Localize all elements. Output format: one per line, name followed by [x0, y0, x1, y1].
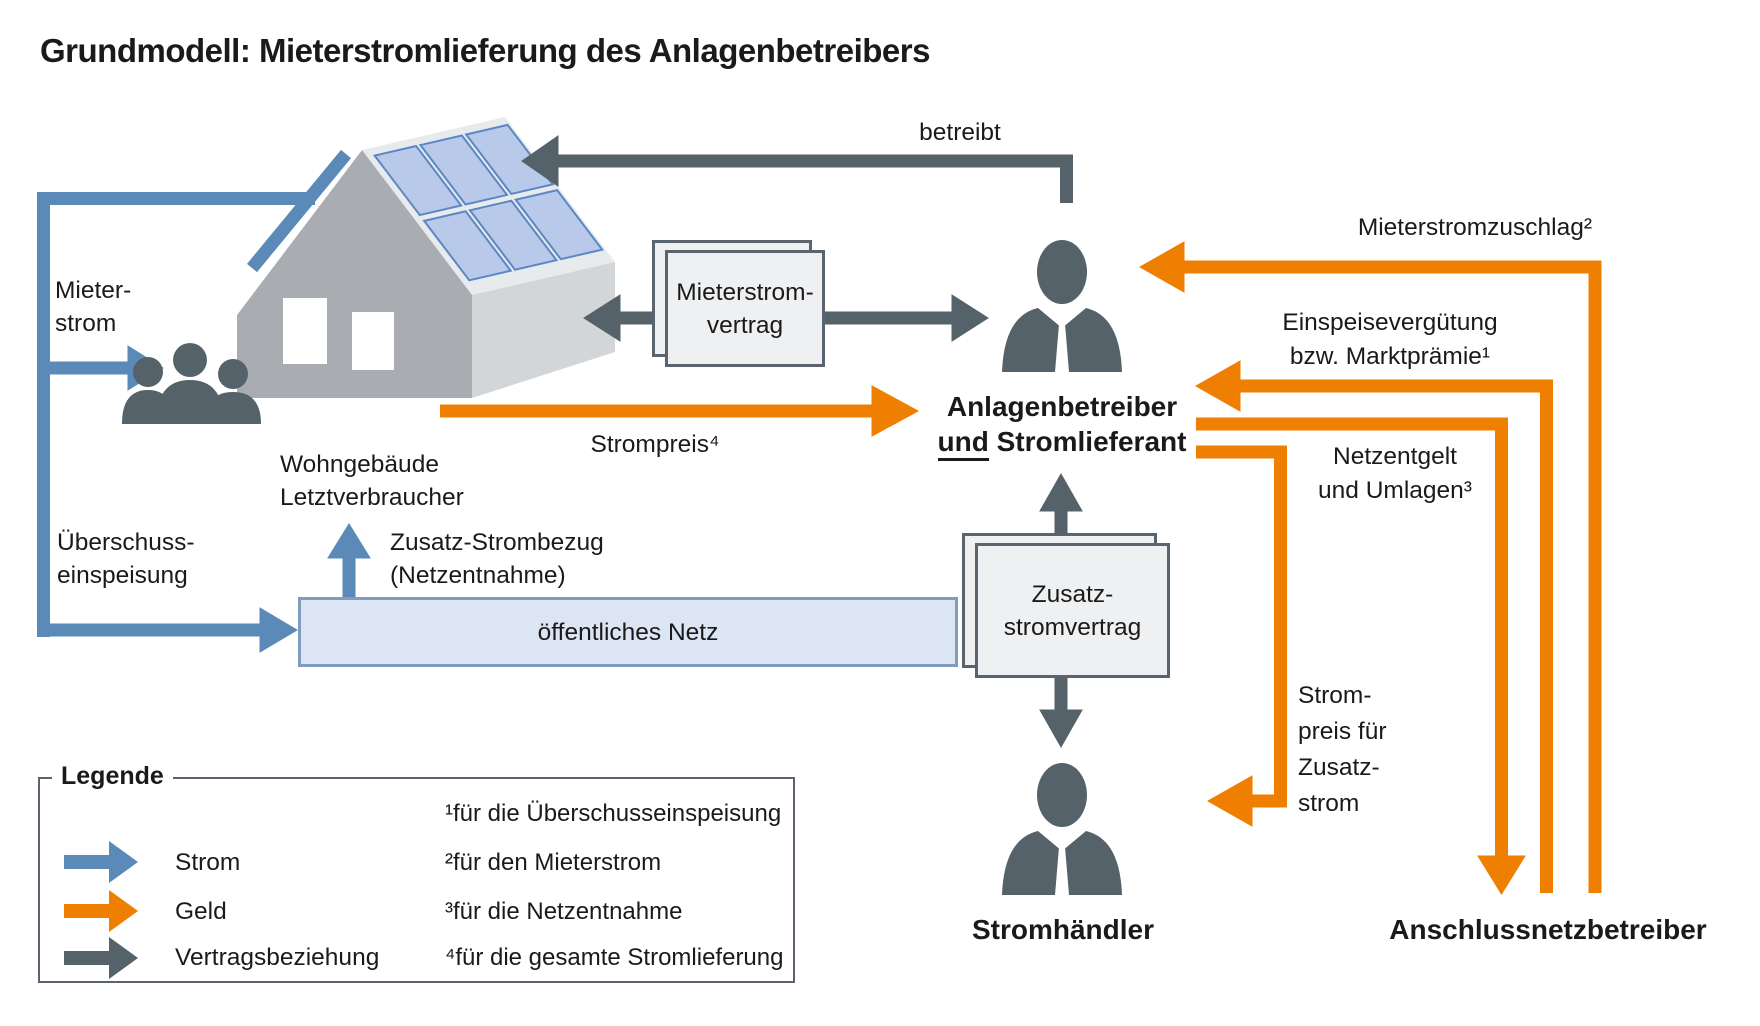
anlagenbetreiber-label-line1: Anlagenbetreiber	[946, 391, 1178, 422]
netzentgelt-arrow	[1196, 417, 1526, 895]
legend-vertrag-arrow-icon	[64, 937, 138, 979]
mieterstromvertrag-label: Mieterstrom- vertrag	[676, 278, 814, 339]
tenants-icon	[122, 343, 261, 424]
house-side-wall	[472, 262, 615, 398]
footnote-1: ¹für die Überschusseinspeisung	[445, 800, 782, 827]
anlagenbetreiber-icon	[1002, 240, 1122, 372]
mieterstromzuschlag-arrow	[1138, 241, 1602, 893]
einspeiseverguetung-arrow	[1194, 360, 1553, 893]
solar-panels-icon	[375, 125, 603, 280]
house-illustration	[237, 117, 615, 398]
footnote-3: ³für die Netzentnahme	[445, 898, 683, 925]
house-window-left	[283, 298, 327, 364]
legend-title: Legende	[52, 762, 173, 791]
page-title: Grundmodell: Mieterstromlieferung des An…	[40, 32, 930, 69]
stromhaendler-label: Stromhändler	[971, 914, 1155, 945]
footnote-4: ⁴für die gesamte Stromlieferung	[445, 944, 784, 971]
oeffentliches-netz-bar: öffentliches Netz	[298, 597, 958, 667]
strompreis-label: Strompreis⁴	[590, 431, 720, 458]
zusatzstromvertrag-down-arrow	[1039, 676, 1083, 749]
legend-box	[38, 777, 795, 983]
zusatzstromvertrag-box: Zusatz- stromvertrag	[975, 543, 1170, 678]
ueberschusseinspeisung-label: Überschuss- einspeisung	[57, 529, 195, 589]
strompreis-zusatzstrom-arrow	[1196, 445, 1287, 827]
legend-item-geld: Geld	[175, 898, 227, 925]
stromhaendler-icon	[1002, 763, 1122, 895]
strompreis-arrow	[440, 385, 920, 437]
betreibt-label: betreibt	[919, 119, 1001, 146]
legend-item-vertragsbeziehung: Vertragsbeziehung	[175, 944, 380, 971]
netzentgelt-label: Netzentgelt und Umlagen³	[1318, 443, 1472, 504]
strompreis-zusatzstrom-label: Strom- preis für Zusatz- strom	[1298, 682, 1387, 817]
legend-item-strom: Strom	[175, 849, 241, 876]
oeffentliches-netz-label: öffentliches Netz	[537, 618, 719, 646]
anlagenbetreiber-label-line2: und Stromlieferant	[912, 425, 1212, 461]
ueberschusseinspeisung-arrow	[37, 607, 298, 653]
mieterstromzuschlag-label: Mieterstromzuschlag²	[1357, 214, 1592, 241]
legend-strom-arrow-icon	[64, 841, 138, 883]
wohngebaeude-label: Wohngebäude Letztverbraucher	[280, 451, 464, 511]
house-window-right	[352, 312, 394, 370]
zusatzstromvertrag-label: Zusatz- stromvertrag	[1003, 580, 1142, 641]
stromlieferant-text: Stromlieferant	[988, 426, 1187, 457]
zusatz-strombezug-label: Zusatz-Strombezug (Netzentnahme)	[390, 529, 604, 589]
mieterstromvertrag-box: Mieterstrom- vertrag	[665, 250, 825, 367]
legend-geld-arrow-icon	[64, 890, 138, 932]
zusatz-strombezug-arrow	[327, 523, 371, 599]
footnote-2: ²für den Mieterstrom	[445, 849, 662, 876]
betreibt-arrow	[521, 135, 1073, 203]
einspeiseverguetung-label: Einspeisevergütung bzw. Marktprämie¹	[1282, 309, 1498, 370]
anschlussnetzbetreiber-label: Anschlussnetzbetreiber	[1389, 914, 1707, 945]
und-underlined: und	[937, 426, 989, 461]
mieterstrom-label: Mieter- strom	[55, 277, 132, 337]
